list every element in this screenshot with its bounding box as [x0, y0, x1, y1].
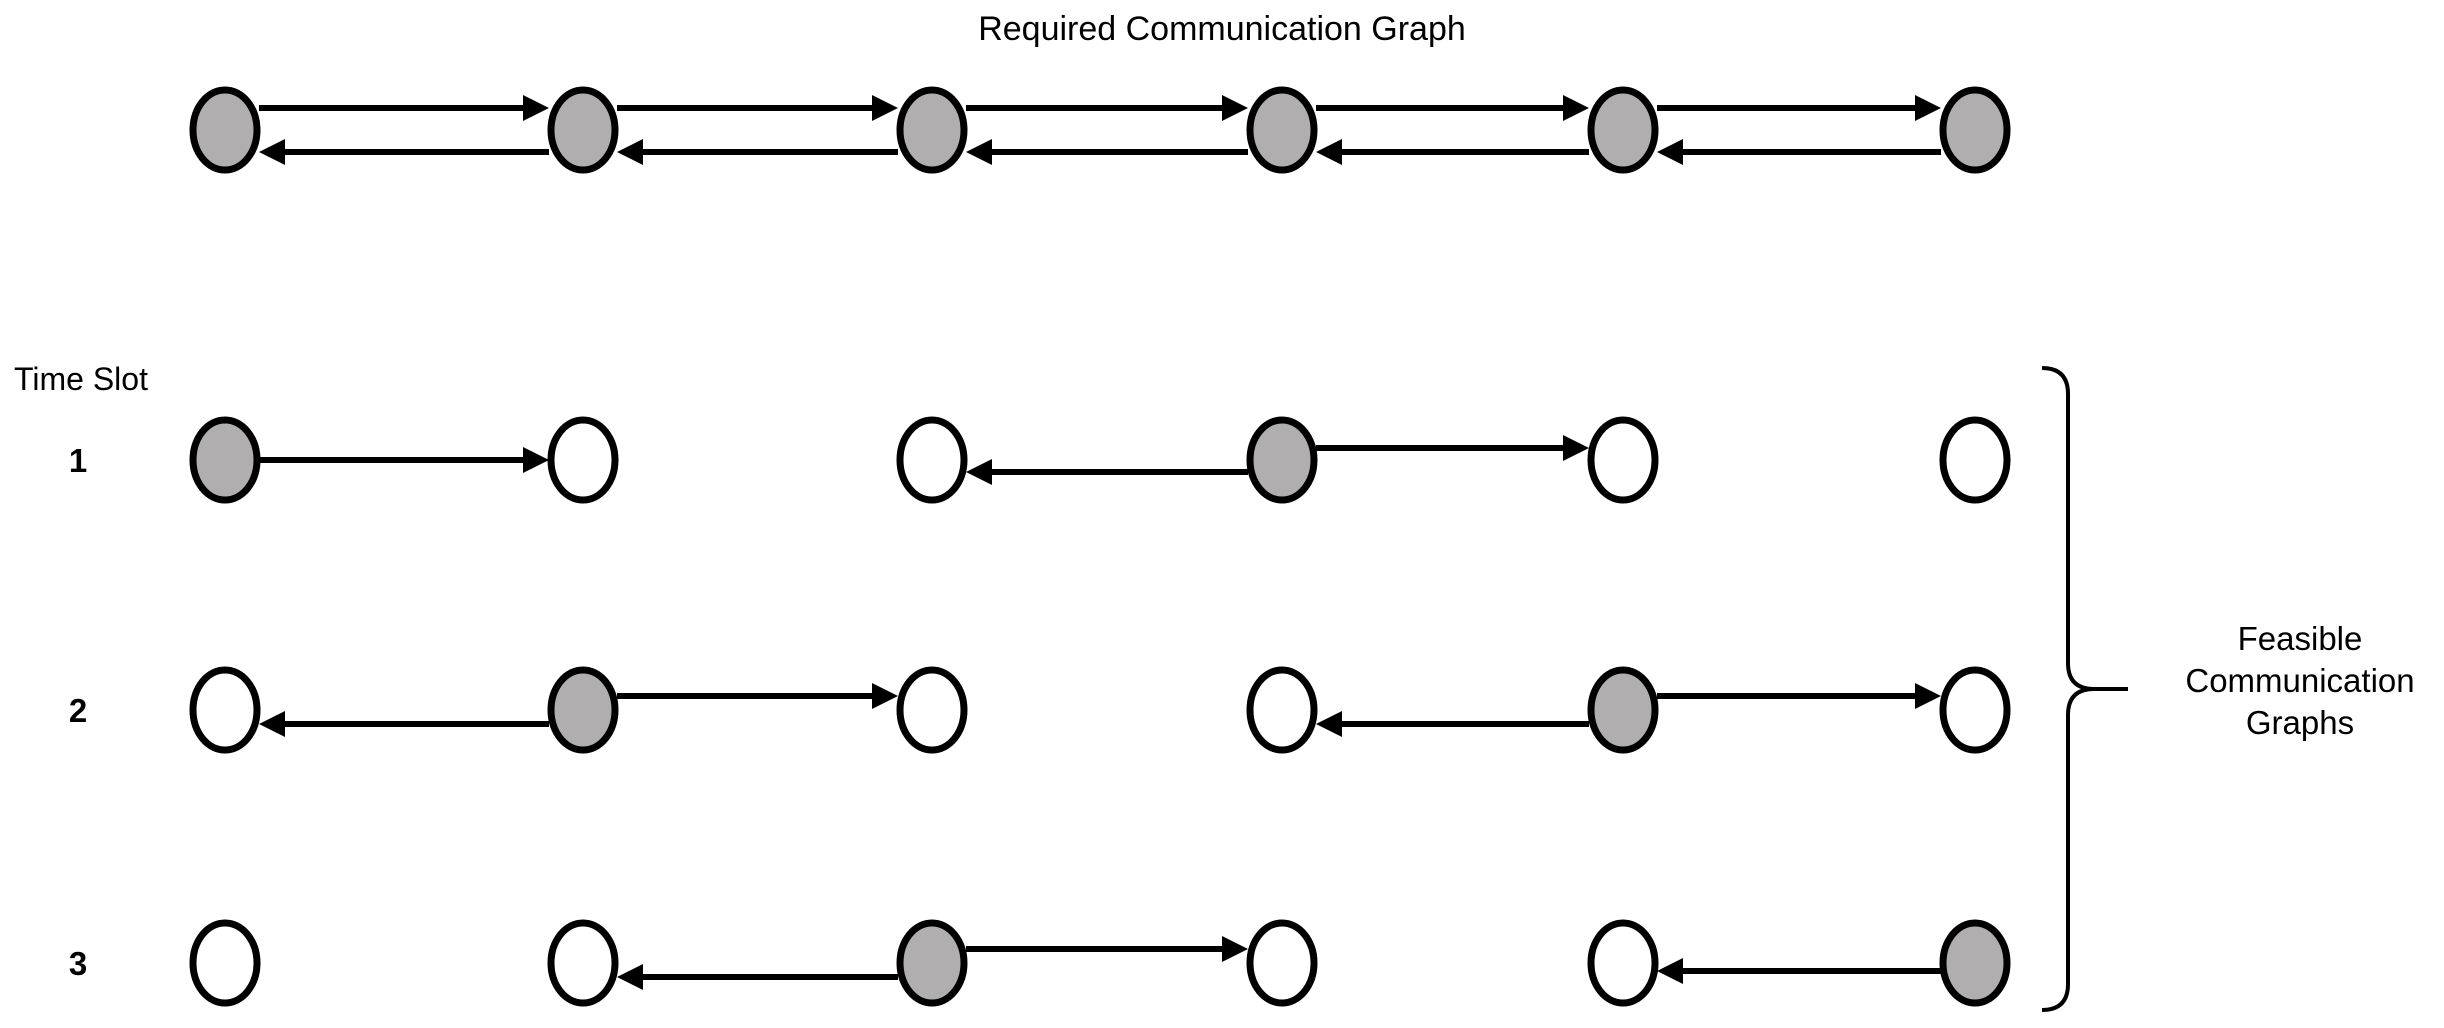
feasible-graphs-brace: [2041, 366, 2128, 1012]
time-slot-2-row: 2: [69, 666, 2011, 754]
time-slot-2-node-3[interactable]: [896, 666, 968, 754]
required-graph-edge-5-arrowhead-right: [1222, 95, 1248, 121]
required-graph-node-1[interactable]: [189, 86, 261, 174]
required-graph-node-3[interactable]: [896, 86, 968, 174]
feasible-communication-graphs: 1 2 3: [69, 416, 2011, 1007]
required-graph-edge-1-arrowhead-right: [523, 95, 549, 121]
time-slot-1-node-2[interactable]: [547, 416, 619, 504]
time-slot-3-row: 3: [69, 919, 2011, 1007]
time-slot-2-edge-1-arrowhead-left: [259, 711, 285, 737]
required-graph-edge-3-arrowhead-right: [872, 95, 898, 121]
time-slot-1-node-5[interactable]: [1587, 416, 1659, 504]
time-slot-1-edge-2-arrowhead-left: [966, 459, 992, 485]
required-graph-edge-7-arrowhead-right: [1563, 95, 1589, 121]
time-slot-3-node-3[interactable]: [896, 919, 968, 1007]
time-slot-3-node-4[interactable]: [1246, 919, 1318, 1007]
time-slot-3-node-5[interactable]: [1587, 919, 1659, 1007]
time-slot-1-node-6[interactable]: [1939, 416, 2011, 504]
time-slot-2-node-2[interactable]: [547, 666, 619, 754]
time-slot-1-edge-1-arrowhead-right: [523, 447, 549, 473]
brace-label-line-2: Communication: [2185, 662, 2414, 699]
time-slot-1-node-4[interactable]: [1246, 416, 1318, 504]
required-graph-edge-9-arrowhead-right: [1915, 95, 1941, 121]
curly-brace-icon: [2041, 366, 2095, 1012]
brace-label-line-1: Feasible: [2238, 620, 2363, 657]
time-slot-1-label: 1: [69, 442, 87, 479]
required-graph-edge-4-arrowhead-left: [617, 139, 643, 165]
time-slot-2-edge-3-arrowhead-left: [1316, 711, 1342, 737]
time-slot-2-edge-4-arrowhead-right: [1915, 683, 1941, 709]
time-slot-2-node-6[interactable]: [1939, 666, 2011, 754]
time-slot-1-edge-3-arrowhead-right: [1563, 435, 1589, 461]
time-slot-3-edge-2-arrowhead-right: [1222, 936, 1248, 962]
time-slot-3-label: 3: [69, 945, 87, 982]
time-slot-3-edge-3-arrowhead-left: [1657, 958, 1683, 984]
time-slot-2-edge-2-arrowhead-right: [872, 683, 898, 709]
time-slot-2-node-4[interactable]: [1246, 666, 1318, 754]
brace-label-line-3: Graphs: [2246, 704, 2354, 741]
time-slot-1-node-3[interactable]: [896, 416, 968, 504]
time-slot-2-node-1[interactable]: [189, 666, 261, 754]
time-slot-3-node-6[interactable]: [1939, 919, 2011, 1007]
required-graph-edge-8-arrowhead-left: [1316, 139, 1342, 165]
time-slot-3-edge-1-arrowhead-left: [617, 964, 643, 990]
required-graph-edge-2-arrowhead-left: [259, 139, 285, 165]
required-graph-edge-6-arrowhead-left: [966, 139, 992, 165]
required-graph-edge-10-arrowhead-left: [1657, 139, 1683, 165]
required-graph-node-4[interactable]: [1246, 86, 1318, 174]
required-graph-node-6[interactable]: [1939, 86, 2011, 174]
figure-title: Required Communication Graph: [978, 10, 1466, 48]
required-graph-node-2[interactable]: [547, 86, 619, 174]
required-graph-node-5[interactable]: [1587, 86, 1659, 174]
time-slot-1-row: 1: [69, 416, 2011, 504]
time-slot-3-node-1[interactable]: [189, 919, 261, 1007]
time-slot-label: Time Slot: [14, 361, 148, 397]
time-slot-3-node-2[interactable]: [547, 919, 619, 1007]
time-slot-2-node-5[interactable]: [1587, 666, 1659, 754]
time-slot-1-node-1[interactable]: [189, 416, 261, 504]
time-slot-2-label: 2: [69, 692, 87, 729]
required-communication-graph: [189, 86, 2011, 174]
